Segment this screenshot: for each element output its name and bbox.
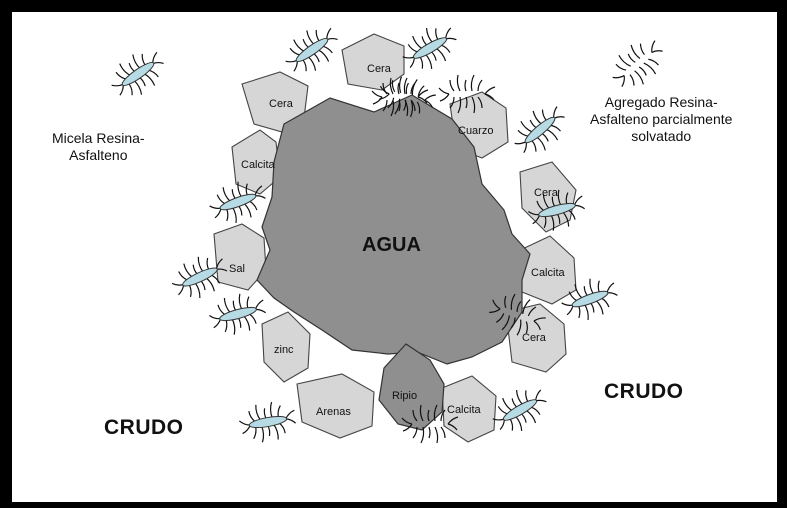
particle-label-cera-1: Cera [269,98,293,110]
diagram-canvas: Micela Resina- Asfalteno Agregado Resina… [12,12,777,502]
micelle-12 [237,398,299,445]
particle-label-calcita-3: Calcita [447,404,481,416]
micelle-13 [486,380,553,441]
particle-label-ripio: Ripio [392,390,417,402]
micelle-2 [396,18,463,79]
legend-aggregate-label: Agregado Resina- Asfalteno parcialmente … [590,94,732,145]
micelle-9 [206,288,270,339]
micelle-5 [506,97,573,162]
particle-label-cera-4: Cera [522,332,546,344]
particle-label-arenas: Arenas [316,406,351,418]
particle-label-cera-2: Cera [367,63,391,75]
legend-aggregate-icon [604,31,671,96]
particle-cera-2 [342,34,404,90]
legend-micelle-label: Micela Resina- Asfalteno [52,130,145,164]
crudo-label-right: CRUDO [604,380,684,404]
agua-label: AGUA [362,234,421,257]
particle-label-cuarzo: Cuarzo [458,125,493,137]
particle-label-sal: Sal [229,263,245,275]
particle-label-calcita-1: Calcita [241,159,275,171]
particle-label-calcita-2: Calcita [531,267,565,279]
crudo-label-left: CRUDO [104,416,184,440]
particle-label-zinc: zinc [274,344,294,356]
particle-label-cera-3: Cera [534,187,558,199]
micelle-1 [278,18,346,81]
legend-micelle-icon [104,42,172,105]
